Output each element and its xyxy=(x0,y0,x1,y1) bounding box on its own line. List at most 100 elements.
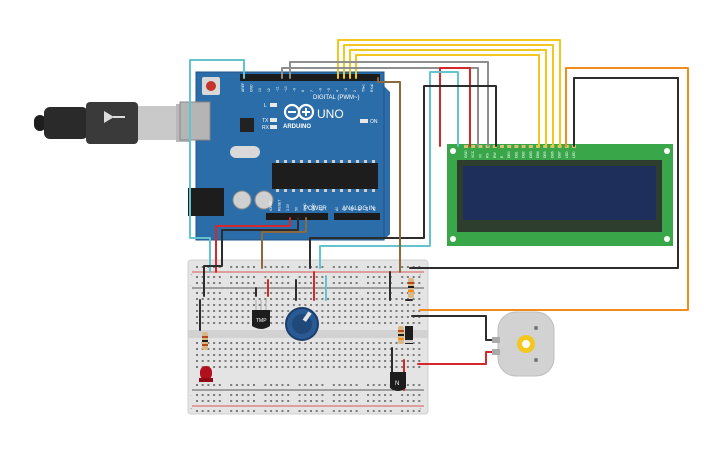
breadboard-hole xyxy=(298,298,301,300)
npn-transistor[interactable]: N xyxy=(390,372,406,391)
usb-chip xyxy=(240,118,254,132)
breadboard-hole xyxy=(367,282,369,284)
breadboard-hole xyxy=(355,366,358,368)
dc-motor[interactable] xyxy=(492,311,555,377)
breadboard-hole xyxy=(321,298,324,300)
arduino-board[interactable]: UNO ARDUINO ON TX RX L DIGITAL (PWM~) PO… xyxy=(179,71,390,241)
breadboard-hole xyxy=(344,342,347,344)
breadboard-hole xyxy=(412,400,415,402)
breadboard-hole xyxy=(207,354,210,356)
breadboard-hole xyxy=(201,322,204,324)
breadboard-hole xyxy=(384,394,387,396)
breadboard-hole xyxy=(361,360,364,362)
breadboard-hole xyxy=(378,266,381,268)
breadboard-hole xyxy=(418,310,421,312)
breadboard-hole xyxy=(355,276,358,278)
breadboard-hole xyxy=(275,384,278,386)
breadboard-hole xyxy=(338,400,341,402)
breadboard-hole xyxy=(338,266,341,268)
breadboard-hole xyxy=(275,322,278,324)
breadboard-hole xyxy=(218,348,221,350)
power-jack xyxy=(188,188,224,216)
breadboard-hole xyxy=(384,360,387,362)
breadboard-hole xyxy=(275,266,278,268)
resistor-led xyxy=(202,332,208,350)
lcd-pin[interactable] xyxy=(500,145,504,148)
breadboard-hole xyxy=(275,348,278,350)
on-led-label: ON xyxy=(370,119,378,125)
breadboard-hole xyxy=(327,310,330,312)
potentiometer[interactable] xyxy=(285,307,319,341)
breadboard-hole xyxy=(201,400,204,402)
top-pin-label: 13 xyxy=(258,88,262,92)
lcd-pin[interactable] xyxy=(478,145,483,148)
breadboard-hole xyxy=(332,342,335,344)
breadboard-hole xyxy=(281,316,284,318)
breadboard-hole xyxy=(332,276,335,278)
red-led[interactable] xyxy=(199,366,213,382)
breadboard-hole xyxy=(201,282,204,284)
breadboard-hole xyxy=(418,354,421,356)
breadboard-hole xyxy=(389,354,392,356)
usb-jack xyxy=(179,101,211,141)
breadboard-hole xyxy=(196,304,198,306)
breadboard-hole xyxy=(235,360,238,362)
breadboard-hole xyxy=(230,410,233,412)
breadboard-hole xyxy=(218,354,221,356)
breadboard-hole xyxy=(367,410,369,412)
breadboard-hole xyxy=(298,366,301,368)
lcd-pin[interactable] xyxy=(536,145,540,148)
breadboard-hole xyxy=(321,354,324,356)
breadboard-hole xyxy=(372,310,375,312)
breadboard-hole xyxy=(218,400,221,402)
breadboard-hole xyxy=(270,266,273,268)
breadboard-hole xyxy=(224,316,227,318)
breadboard-hole xyxy=(389,348,392,350)
lcd-pin-label: DB2 xyxy=(522,151,526,158)
lcd-pin[interactable] xyxy=(464,145,468,148)
breadboard-hole xyxy=(332,298,335,300)
breadboard-hole xyxy=(406,384,409,386)
wire-gray-1 xyxy=(289,61,489,147)
breadboard-hole xyxy=(235,304,238,306)
breadboard-hole xyxy=(338,366,341,368)
breadboard-hole xyxy=(230,400,233,402)
breadboard-hole xyxy=(218,316,221,318)
breadboard-hole xyxy=(395,354,398,356)
breadboard-hole xyxy=(395,316,398,318)
breadboard-hole xyxy=(213,366,216,368)
breadboard-hole xyxy=(253,342,255,344)
breadboard-hole xyxy=(253,354,255,356)
tx-label: TX xyxy=(262,118,269,124)
lcd-pin[interactable] xyxy=(507,145,512,148)
lcd-pin[interactable] xyxy=(521,145,526,148)
breadboard-hole xyxy=(275,282,278,284)
breadboard-hole xyxy=(349,304,352,306)
lcd-pin[interactable] xyxy=(514,145,519,148)
breadboard-hole xyxy=(304,342,307,344)
breadboard-hole xyxy=(270,316,273,318)
temperature-sensor[interactable]: TMP xyxy=(252,300,270,329)
wire-black-led xyxy=(409,77,679,269)
breadboard-hole xyxy=(292,342,295,344)
breadboard-hole xyxy=(218,394,221,396)
breadboard-hole xyxy=(372,322,375,324)
breadboard-hole xyxy=(270,348,273,350)
lcd-pin[interactable] xyxy=(528,145,533,148)
lcd-pin[interactable] xyxy=(471,145,476,148)
breadboard-hole xyxy=(235,410,238,412)
breadboard-hole xyxy=(332,366,335,368)
breadboard-hole xyxy=(327,316,330,318)
breadboard-hole xyxy=(258,360,261,362)
breadboard-hole xyxy=(332,316,335,318)
breadboard-hole xyxy=(332,322,335,324)
breadboard-hole xyxy=(241,304,244,306)
breadboard-hole xyxy=(287,298,290,300)
breadboard-hole xyxy=(321,366,324,368)
top-pin-label: ~3 xyxy=(344,88,348,92)
lcd-pin[interactable] xyxy=(492,145,497,148)
breadboard-hole xyxy=(218,282,221,284)
lcd-pin-label: DB5 xyxy=(543,151,547,158)
breadboard-hole xyxy=(384,310,387,312)
